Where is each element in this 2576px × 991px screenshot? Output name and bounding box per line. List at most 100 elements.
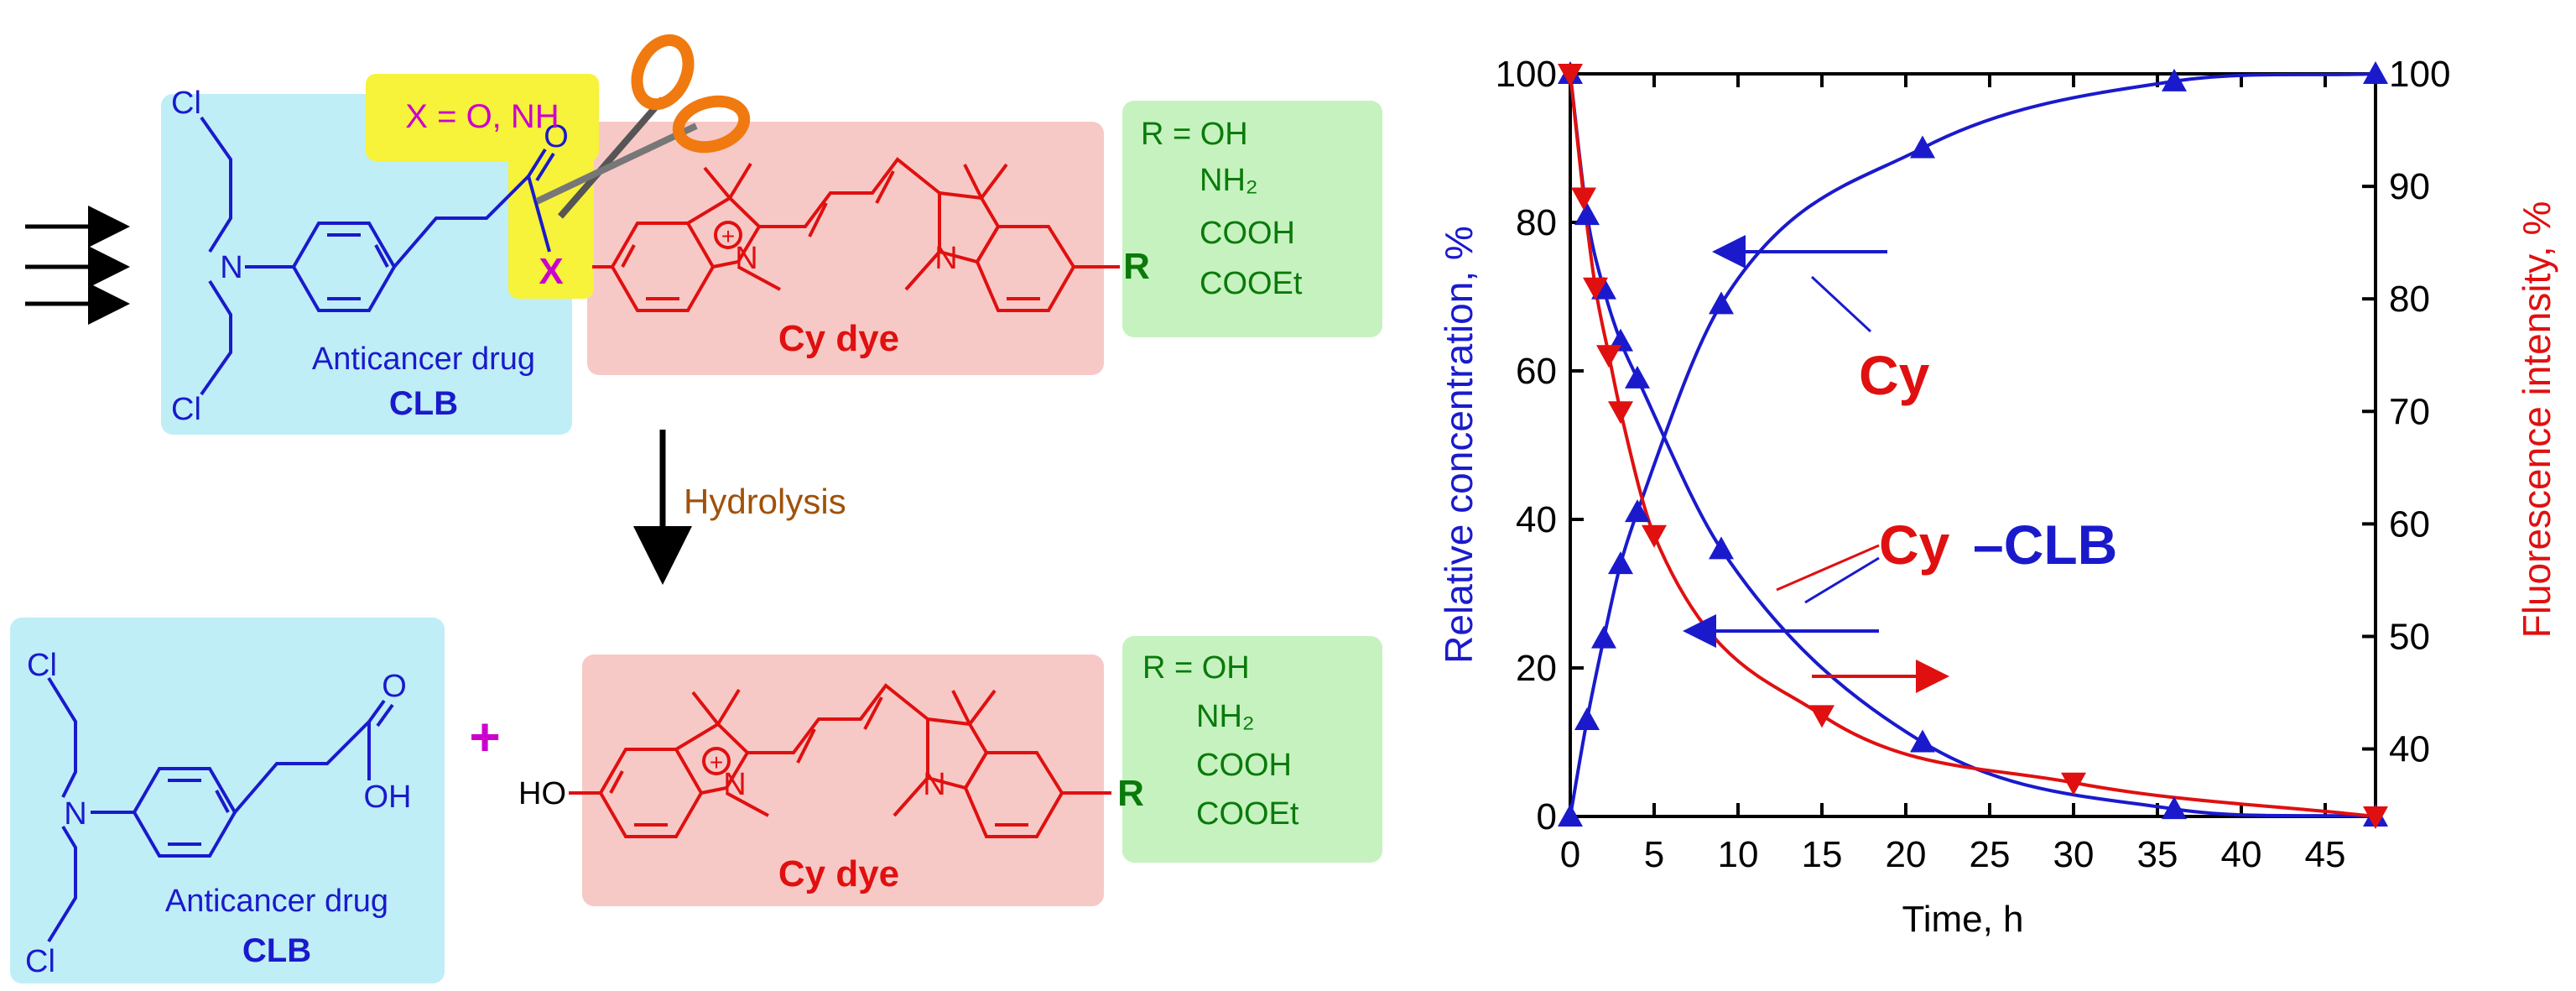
annotation-cyclb-cy: Cy	[1879, 514, 1950, 576]
x-tick-label: 0	[1560, 834, 1580, 875]
data-point	[1910, 135, 1935, 159]
y-tick-label-right: 60	[2389, 503, 2430, 545]
chart-points	[1558, 61, 2388, 829]
y-tick-label-left: 80	[1516, 202, 1557, 243]
r-options-bottom: R = OH NH₂ COOH COOEt	[1142, 650, 1299, 832]
r-option: R = OH	[1141, 117, 1248, 152]
cy-label-bottom: Cy dye	[778, 853, 899, 895]
x-tick-label: 30	[2053, 834, 2095, 875]
y-tick-label-right: 50	[2389, 616, 2430, 657]
ho-group: HO	[518, 776, 566, 811]
cy-nplus-sign-top: +	[721, 223, 735, 249]
data-point	[1591, 625, 1616, 649]
top-scheme: Cl Cl N O Anticancer drug CLB X = O, NH …	[25, 34, 1382, 435]
hydrolysis-label: Hydrolysis	[684, 482, 846, 521]
data-point	[1596, 345, 1621, 368]
clb-n-atom-bottom: N	[64, 796, 86, 832]
chart-curves	[1569, 72, 2376, 818]
data-point	[1709, 536, 1734, 560]
y-tick-label-left: 20	[1516, 648, 1557, 689]
x-tick-label: 25	[1970, 834, 2011, 875]
cy-structure-top	[592, 157, 1120, 312]
data-point	[1608, 401, 1633, 425]
cy-nplus-top: N	[735, 241, 757, 276]
clb-drug-label: Anticancer drug	[312, 342, 535, 377]
r-box	[1122, 101, 1382, 337]
clb-o-atom-bottom: O	[382, 669, 407, 704]
clb-structure	[200, 116, 555, 396]
x-tick-label: 45	[2305, 834, 2346, 875]
clb-n-atom: N	[220, 250, 242, 285]
data-point	[2363, 806, 2388, 829]
clb-drug-name: CLB	[389, 385, 458, 422]
x-tick-label: 35	[2137, 834, 2178, 875]
y-tick-label-right: 100	[2389, 54, 2450, 95]
cy-nplus-bottom: N	[723, 767, 746, 802]
data-point	[1625, 499, 1650, 523]
r-options-top: R = OH NH₂ COOH COOEt	[1141, 117, 1303, 301]
scissors-icon	[535, 34, 751, 219]
clb-cl-bottom: Cl	[171, 392, 201, 427]
r-option: NH₂	[1200, 163, 1258, 198]
r-option: R = OH	[1142, 650, 1250, 686]
r-option: COOEt	[1196, 796, 1299, 832]
data-point	[1574, 707, 1600, 730]
x-tick-label: 5	[1644, 834, 1664, 875]
cy-n-bottom: N	[923, 767, 945, 802]
y-tick-label-left: 100	[1496, 54, 1557, 95]
cy-structure-bottom	[569, 683, 1111, 838]
x-atom: X	[539, 251, 563, 292]
cy-n-top: N	[934, 241, 957, 276]
clb-cl-top-bottom: Cl	[27, 648, 57, 683]
y-tick-label-right: 80	[2389, 279, 2430, 320]
x-tick-label: 10	[1718, 834, 1759, 875]
y-tick-label-right: 90	[2389, 166, 2430, 207]
clb-structure-bottom	[47, 676, 394, 943]
y-tick-label-right: 70	[2389, 391, 2430, 432]
y-tick-label-left: 40	[1516, 499, 1557, 540]
y-tick-label-left: 60	[1516, 351, 1557, 392]
r-atom-bottom: R	[1117, 773, 1144, 814]
data-point	[1583, 277, 1608, 300]
x-tick-label: 20	[1886, 834, 1927, 875]
data-point	[1608, 551, 1633, 575]
clb-o-atom: O	[544, 119, 569, 154]
clb-oh-bottom: OH	[364, 780, 412, 815]
cy-nplus-sign-bottom: +	[710, 749, 723, 775]
cy-label-top: Cy dye	[778, 318, 899, 359]
data-point	[1574, 202, 1600, 226]
fit-curve	[1569, 73, 2376, 818]
cyclb-blue-pointer	[1804, 556, 1880, 604]
cy-pointer	[1810, 275, 1872, 333]
plus-sign: +	[469, 707, 500, 767]
r-option: COOH	[1196, 748, 1292, 783]
data-point	[2061, 772, 2086, 795]
chart-plot-frame	[1569, 72, 2377, 818]
annotation-cy: Cy	[1859, 344, 1930, 406]
fit-curve	[1569, 73, 2376, 818]
x-tick-label: 15	[1802, 834, 1843, 875]
clb-drug-label-bottom: Anticancer drug	[165, 884, 388, 919]
clb-cl-bottom-bottom: Cl	[25, 944, 55, 979]
bottom-scheme: Cl Cl N O OH Anticancer drug CLB + HO	[10, 618, 1382, 983]
data-point	[1558, 64, 1583, 86]
y-tick-label-left: 0	[1537, 796, 1557, 837]
data-point	[1625, 365, 1650, 389]
data-point	[1642, 524, 1667, 548]
r-option: NH₂	[1196, 699, 1255, 734]
data-point	[1571, 187, 1596, 211]
data-point	[1910, 729, 1935, 753]
clb-box	[161, 94, 572, 435]
data-point	[2162, 68, 2187, 91]
cyclb-red-pointer	[1776, 544, 1880, 592]
y-axis-title-left: Relative concentration, %	[1437, 226, 1481, 664]
r-box-bottom	[1122, 636, 1382, 863]
data-point	[1709, 291, 1734, 315]
r-option: COOEt	[1200, 266, 1303, 301]
incoming-arrows	[25, 206, 130, 325]
annotation-cyclb-clb: –CLB	[1973, 514, 2117, 576]
y-axis-title-right: Fluorescence intensity, %	[2515, 201, 2558, 639]
r-atom-top: R	[1123, 246, 1150, 287]
